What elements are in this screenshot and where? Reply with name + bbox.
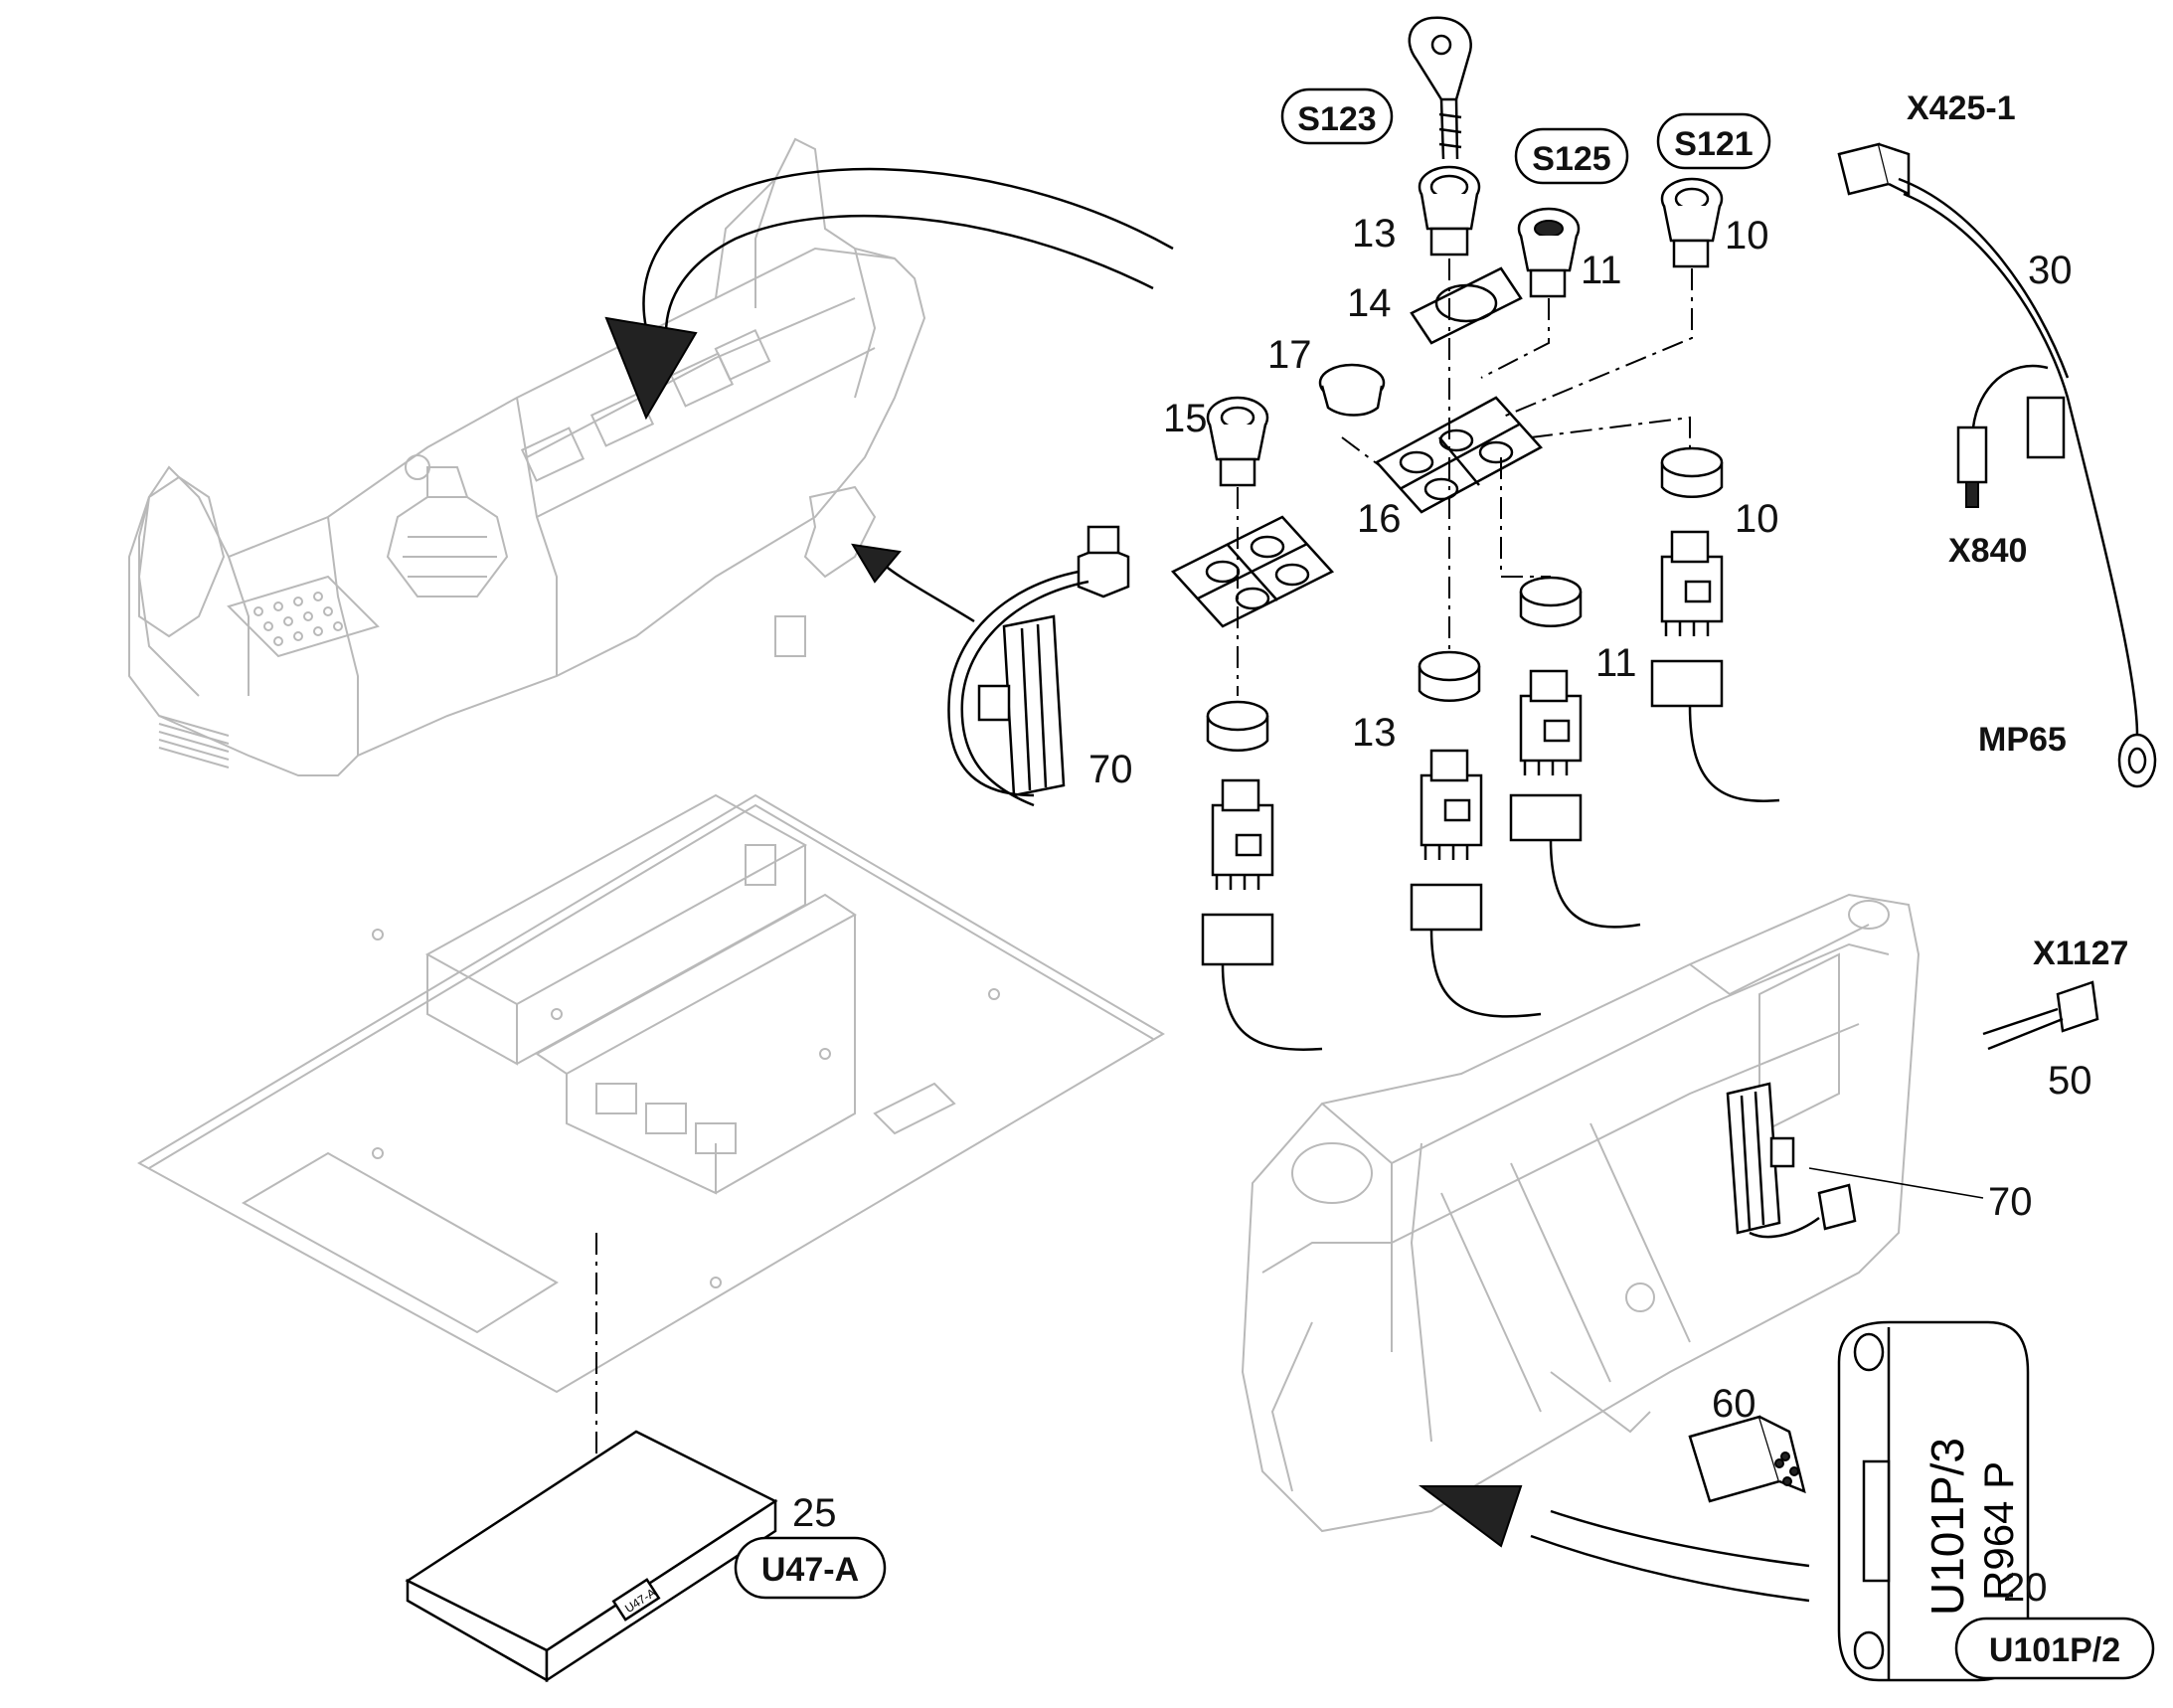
- item-10-top: 10: [1725, 214, 1769, 257]
- key-drawing: [1408, 16, 1472, 160]
- label-x1127: X1127: [2033, 935, 2128, 972]
- label-x840: X840: [1948, 532, 2027, 570]
- item-10-mid: 10: [1735, 497, 1779, 541]
- plug-60-drawing: [1688, 1415, 1806, 1503]
- module-marking-2: R964 P: [1975, 1461, 2022, 1601]
- curved-arrow-icon: [604, 167, 1174, 421]
- item-11-top: 11: [1581, 249, 1622, 292]
- item-70-left: 70: [1088, 748, 1133, 791]
- item-20: 20: [2003, 1566, 2048, 1610]
- item-14: 14: [1347, 281, 1392, 325]
- item-11-mid: 11: [1595, 641, 1637, 685]
- tag-u47a-label: U47-A: [761, 1551, 859, 1589]
- seat-frame-drawing: [1241, 893, 1921, 1533]
- harness-30-drawing: [1837, 142, 2157, 788]
- tag-s121-label: S121: [1674, 125, 1753, 163]
- item-16: 16: [1357, 497, 1402, 541]
- bottom-arrow-icon: [1419, 1485, 1810, 1603]
- tag-s123-label: S123: [1297, 100, 1376, 138]
- tag-s121: S121: [1656, 112, 1771, 170]
- small-arrow-icon: [851, 543, 975, 623]
- tag-u101p2-label: U101P/2: [1989, 1631, 2120, 1669]
- floor-plate-drawing: [136, 793, 1165, 1394]
- switch-body-10-drawing: [1650, 446, 1780, 802]
- module-u101p-drawing: U101P/3 R964 P: [1837, 1320, 2030, 1682]
- connector-x1127-drawing: [1982, 980, 2099, 1051]
- module-marking-1: U101P/3: [1922, 1438, 1973, 1616]
- plug-17-drawing: [1318, 363, 1386, 417]
- resistor-70-right-drawing: [1726, 1082, 1984, 1239]
- sticker-14-drawing: [1410, 266, 1523, 345]
- operator-console-drawing: [128, 137, 926, 776]
- switch-11-cap-drawing: [1517, 207, 1581, 298]
- item-70-right: 70: [1988, 1180, 2033, 1224]
- keyswitch-13-drawing: [1418, 165, 1481, 256]
- tag-s125: S125: [1514, 127, 1629, 185]
- label-mp65: MP65: [1978, 721, 2067, 759]
- frame-15-drawing: [1170, 515, 1335, 628]
- frame-16-drawing: [1375, 396, 1543, 514]
- tag-u47a: U47-A: [734, 1536, 887, 1600]
- resistor-70-left-drawing: [947, 525, 1130, 807]
- switch-body-15-drawing: [1201, 700, 1323, 1051]
- item-13-top: 13: [1352, 212, 1397, 256]
- switch-15-cap-drawing: [1206, 396, 1269, 487]
- switch-body-13-drawing: [1410, 650, 1542, 1018]
- item-30: 30: [2028, 249, 2073, 292]
- item-17: 17: [1267, 333, 1312, 377]
- item-50: 50: [2048, 1059, 2092, 1103]
- label-x425-1: X425-1: [1907, 89, 2016, 127]
- switch-body-11-drawing: [1509, 576, 1641, 929]
- tag-s123: S123: [1280, 87, 1394, 145]
- item-13-mid: 13: [1352, 711, 1397, 755]
- tag-s125-label: S125: [1532, 140, 1610, 178]
- item-60: 60: [1712, 1382, 1756, 1426]
- control-unit-u47a-drawing: U47-A: [405, 1233, 778, 1683]
- assembly-lines: [1237, 258, 1693, 696]
- switch-10-cap-drawing: [1660, 177, 1724, 268]
- item-15: 15: [1163, 397, 1208, 440]
- item-25: 25: [792, 1491, 837, 1535]
- tag-u101p2: U101P/2: [1954, 1617, 2155, 1680]
